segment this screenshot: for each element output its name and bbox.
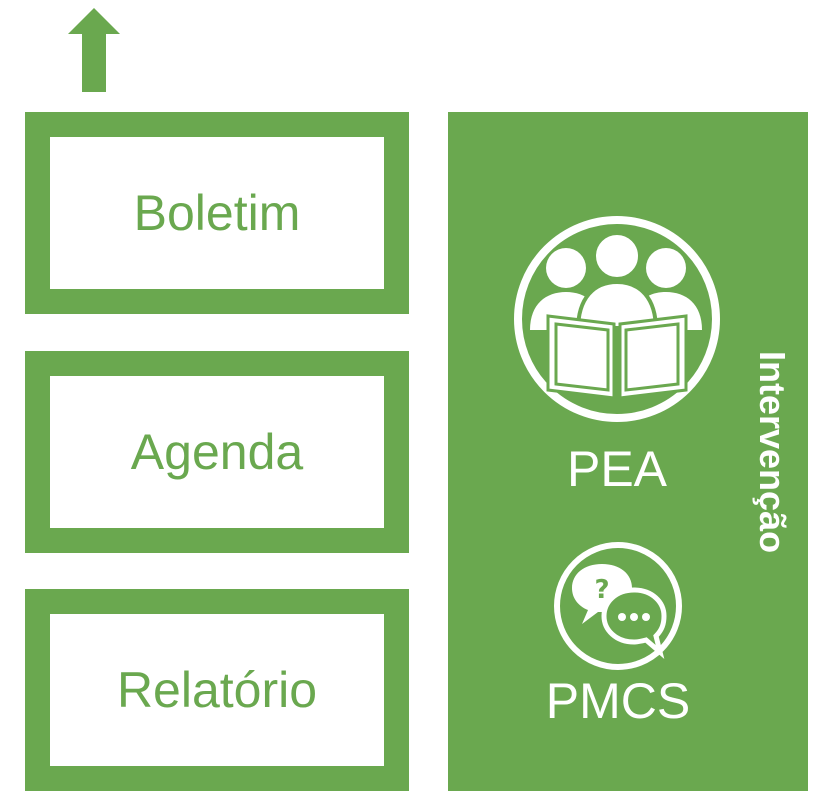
relatorio-box: Relatório [25, 589, 409, 791]
group-reading-book-icon [514, 216, 720, 422]
pmcs-label: PMCS [545, 673, 691, 729]
svg-text:?: ? [594, 575, 609, 605]
intervention-title: Intervenção [752, 350, 793, 554]
agenda-box: Agenda [25, 351, 409, 553]
intervention-panel: PEA ? PMCS Intervenção [448, 112, 808, 791]
boletim-label: Boletim [133, 185, 301, 241]
pea-label: PEA [566, 441, 668, 497]
agenda-label: Agenda [130, 424, 304, 480]
chat-bubbles-icon: ? [554, 542, 682, 670]
intervention-title-container: Intervenção [746, 322, 798, 582]
relatorio-label: Relatório [116, 662, 318, 718]
boletim-box: Boletim [25, 112, 409, 314]
up-arrow-icon [68, 8, 120, 92]
